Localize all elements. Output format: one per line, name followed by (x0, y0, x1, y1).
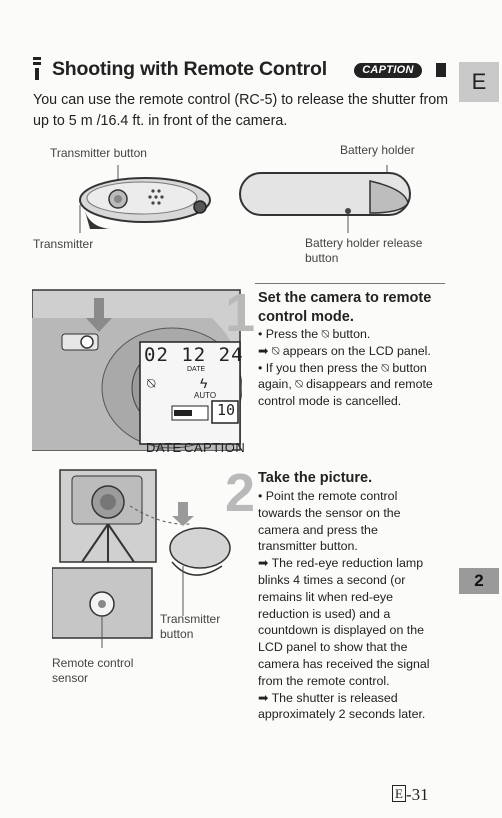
label-remote-control-sensor: Remote control sensor (52, 656, 134, 685)
intro-text: You can use the remote control (RC-5) to… (33, 92, 449, 129)
step-2-body: • Point the remote control towards the s… (258, 488, 438, 723)
step-2-line: ➡ The shutter is released approximately … (258, 690, 426, 722)
step-1-body: • Press the ⍉ button. ➡ ⍉ appears on the… (258, 326, 448, 410)
step-2-number: 2 (225, 463, 256, 523)
page-title: Shooting with Remote Control (52, 58, 327, 80)
label-transmitter-button-2: Transmitter button (160, 612, 221, 641)
step-2-line: ➡ The red-eye reduction lamp blinks 4 ti… (258, 556, 430, 688)
lcd-flash-icon: ϟ (200, 375, 208, 391)
step-2-heading: Take the picture. (258, 470, 373, 486)
chapter-tab[interactable]: 2 (459, 568, 499, 594)
lcd-date-small: DATE (187, 366, 206, 373)
label-battery-holder: Battery holder (340, 143, 415, 157)
caption-badge: CAPTION (354, 63, 422, 78)
camera-tripod-illustration (52, 469, 231, 648)
step-1-line: ➡ ⍉ appears on the LCD panel. (258, 343, 431, 358)
step-2-line: • Point the remote control towards the s… (258, 489, 401, 554)
step-1-line: • If you then press the ⍉ button again, … (258, 360, 433, 409)
camera-lcd-illustration (32, 289, 242, 451)
label-transmitter-button: Transmitter button (50, 146, 147, 160)
lcd-date-digits: 02 12 24 (144, 344, 244, 366)
label-battery-holder-release: Battery holder release button (305, 236, 423, 265)
step-1-line: • Press the ⍉ button. (258, 327, 371, 341)
page-number: E-31 (392, 785, 429, 805)
lcd-auto: AUTO (194, 391, 217, 400)
lcd-caption-label: CAPTION (184, 440, 246, 455)
page-number-value: -31 (405, 785, 429, 804)
divider (255, 283, 445, 284)
language-tab[interactable]: E (459, 62, 499, 102)
page-letter: E (392, 785, 406, 802)
remote-mode-icon (33, 57, 41, 80)
label-transmitter: Transmitter (33, 237, 94, 251)
remote-control-illustration (79, 165, 411, 233)
step-1-heading: Set the camera to remote control mode. (258, 290, 432, 325)
step-1-number: 1 (225, 283, 256, 343)
lcd-counter: 10 (217, 401, 236, 419)
lcd-remote-icon: ⍉ (147, 375, 156, 391)
lcd-date-label: DATE (146, 440, 182, 455)
square-marker (436, 63, 446, 77)
